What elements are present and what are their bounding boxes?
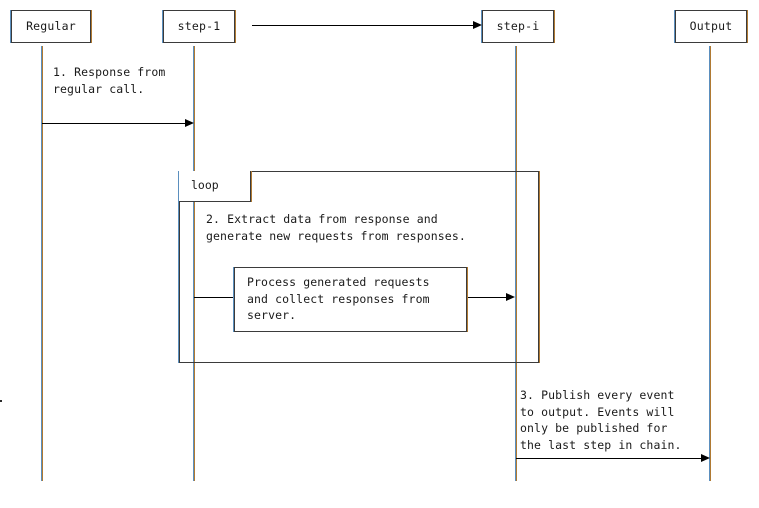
message-3-line bbox=[516, 458, 702, 459]
process-note-text: Process generated requests and collect r… bbox=[247, 274, 430, 324]
message-1-label-line-1: 1. Response from bbox=[53, 65, 166, 79]
message-3-label: 3. Publish every event to output. Events… bbox=[520, 387, 682, 453]
message-1-line bbox=[42, 123, 186, 124]
loop-fragment-operator-label: loop bbox=[191, 178, 219, 193]
loop-fragment[interactable] bbox=[179, 171, 539, 363]
message-3-label-line-4: the last step in chain. bbox=[520, 437, 682, 452]
lifeline-regular bbox=[41, 46, 43, 481]
lifeline-output bbox=[709, 46, 711, 481]
message-2-arrowhead bbox=[506, 293, 515, 301]
process-note-line-1: Process generated requests bbox=[247, 275, 430, 289]
process-note-line-2: and collect responses from bbox=[247, 291, 430, 306]
message-2-line-right bbox=[467, 297, 507, 298]
participant-step-1-label: step-1 bbox=[177, 18, 221, 33]
message-3-label-line-3: only be published for bbox=[520, 421, 668, 435]
process-note-box[interactable] bbox=[234, 267, 467, 332]
message-1-arrowhead bbox=[185, 119, 194, 127]
message-chain-arrowhead bbox=[473, 21, 482, 29]
message-1-label: 1. Response from regular call. bbox=[53, 64, 165, 97]
lifeline-step-1 bbox=[193, 46, 195, 481]
participant-step-i[interactable]: step-i bbox=[482, 10, 554, 43]
loop-fragment-tab[interactable]: loop bbox=[179, 171, 251, 202]
participant-step-i-label: step-i bbox=[496, 18, 540, 33]
message-2-label: 2. Extract data from response and genera… bbox=[206, 211, 466, 244]
message-2-label-line-2: generate new requests from responses. bbox=[206, 228, 466, 243]
message-3-label-line-2: to output. Events will bbox=[520, 404, 675, 419]
participant-output[interactable]: Output bbox=[675, 10, 747, 43]
message-chain-line bbox=[252, 25, 474, 26]
message-3-arrowhead bbox=[701, 454, 710, 462]
participant-output-label: Output bbox=[689, 18, 733, 33]
edge-artifact bbox=[0, 400, 2, 402]
participant-regular[interactable]: Regular bbox=[11, 10, 91, 43]
lifeline-step-i bbox=[515, 46, 517, 481]
message-3-label-line-1: 3. Publish every event bbox=[520, 388, 675, 402]
message-2-line-left bbox=[194, 297, 234, 298]
participant-regular-label: Regular bbox=[26, 18, 76, 33]
message-2-label-line-1: 2. Extract data from response and bbox=[206, 212, 438, 226]
message-1-label-line-2: regular call. bbox=[53, 81, 145, 96]
participant-step-1[interactable]: step-1 bbox=[163, 10, 235, 43]
process-note-line-3: server. bbox=[247, 308, 297, 322]
